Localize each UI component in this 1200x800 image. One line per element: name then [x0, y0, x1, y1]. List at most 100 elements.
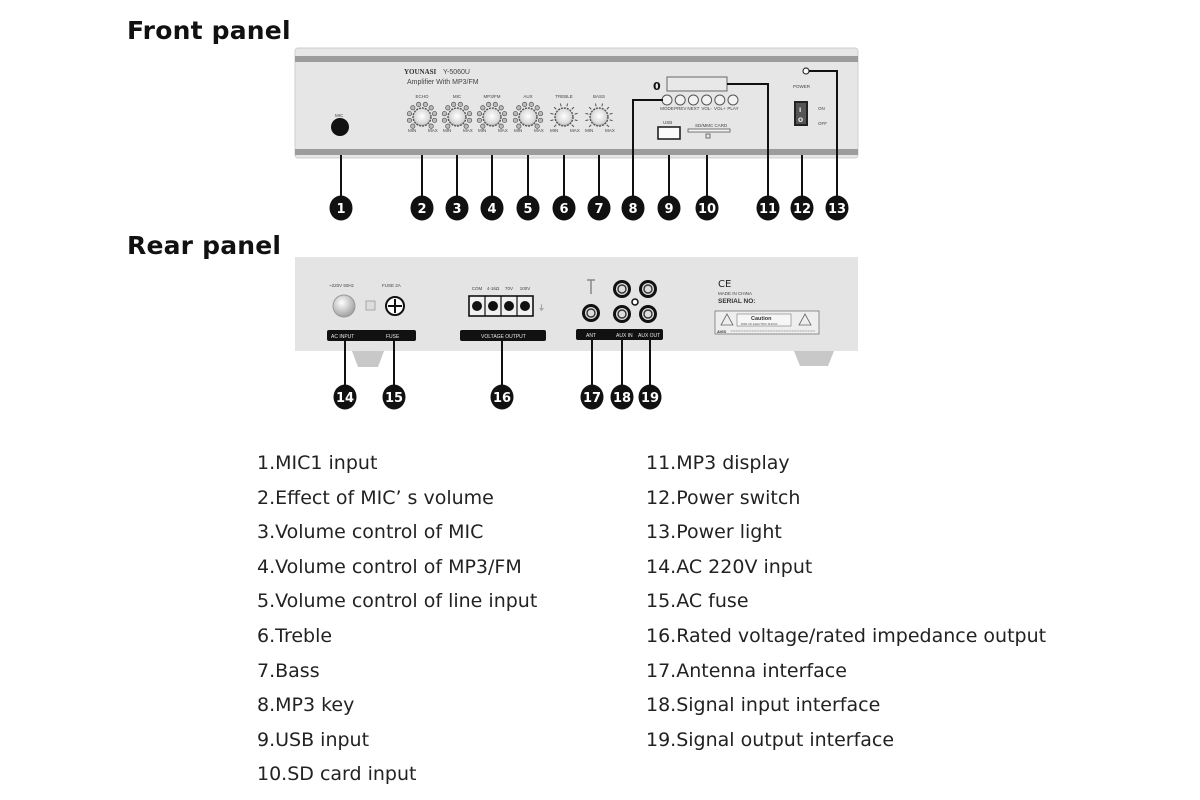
knob-dial[interactable] — [412, 107, 432, 127]
knob-scale-tick — [585, 112, 589, 115]
aux-in-label: AUX IN — [616, 333, 633, 339]
mp3-button-label: VOL+ — [714, 106, 726, 111]
legend-item: 11.MP3 display — [646, 452, 790, 474]
knob-min-label: MIN — [478, 128, 486, 133]
power-switch-rocker[interactable] — [796, 103, 806, 124]
callout-14: 14 — [333, 384, 357, 410]
power-light — [802, 67, 810, 75]
knob-max-label: MAX — [498, 128, 508, 133]
mp3-button-vol[interactable] — [701, 94, 713, 106]
knob-scale-dot — [467, 117, 473, 123]
ce-mark: CE — [718, 279, 731, 290]
legend-item: 18.Signal input interface — [646, 694, 881, 717]
mp3-button-label: NEXT — [687, 106, 699, 111]
knob-scale-dot — [492, 101, 498, 107]
ac-spec-label: ~220V 50Hz — [329, 283, 355, 288]
knob-dial[interactable] — [518, 107, 538, 127]
knob-scale-tick — [585, 119, 589, 122]
callout-number: 5 — [523, 202, 532, 217]
mp3-button-label: PREV — [674, 106, 686, 111]
panel-subtitle: Amplifier With MP3/FM — [407, 79, 479, 86]
knob-min-label: MIN — [443, 128, 451, 133]
callout-6: 6 — [552, 195, 576, 221]
ant-aux-label-bar — [576, 329, 663, 340]
voltage-output-label: VOLTAGE OUTPUT — [481, 334, 526, 340]
knob-dial[interactable] — [482, 107, 502, 127]
callout-16: 16 — [490, 384, 514, 410]
terminal-screw[interactable] — [472, 301, 482, 311]
knob-scale-dot — [538, 117, 544, 123]
amplifier-diagram: YOUNASI Y-5060U Amplifier With MP3/FM MI… — [294, 47, 859, 410]
legend-item: 3.Volume control of MIC — [257, 521, 484, 544]
callout-number: 8 — [628, 202, 637, 217]
rca-center-ground — [631, 298, 639, 306]
knob-scale-tick — [550, 119, 554, 122]
callout-9: 9 — [657, 195, 681, 221]
mp3-button-next[interactable] — [687, 94, 699, 106]
mp3-button-vol[interactable] — [714, 94, 726, 106]
knob-scale-dot — [512, 117, 518, 123]
knob-scale-dot — [432, 111, 438, 117]
front-panel — [294, 47, 859, 159]
legend-item: 2.Effect of MIC’ s volume — [257, 486, 494, 509]
knob-scale-tick — [566, 103, 569, 107]
brand-name: YOUNASI — [404, 68, 437, 76]
knob-dial[interactable] — [589, 107, 609, 127]
knob-scale-dot — [538, 111, 544, 117]
front-panel-heading: Front panel — [127, 16, 291, 45]
caution-label: Caution RISK OF ELECTRIC SHOCK AVIS — [714, 310, 820, 335]
knob-scale-dot — [406, 111, 412, 117]
power-label: POWER — [793, 84, 811, 89]
rca-inner — [617, 309, 627, 319]
knob-scale-dot — [467, 111, 473, 117]
knob-scale-tick — [609, 119, 613, 122]
callout-1: 1 — [329, 195, 353, 221]
mic-jack[interactable] — [331, 118, 349, 136]
terminal-label: 70V — [505, 286, 513, 291]
serial-number-label: SERIAL NO: — [718, 298, 755, 305]
knob-min-label: MIN — [408, 128, 416, 133]
callout-number: 4 — [487, 202, 496, 217]
knob-dial[interactable] — [447, 107, 467, 127]
ac-fuse-label-bar — [327, 330, 416, 341]
mp3-button-play[interactable] — [727, 94, 739, 106]
legend-item: 7.Bass — [257, 659, 320, 682]
terminal-label: 4-16Ω — [487, 286, 500, 291]
callout-badge — [790, 195, 814, 221]
callout-number: 16 — [493, 391, 511, 406]
callout-number: 12 — [793, 202, 811, 217]
knob-label: MP3/FM — [483, 94, 500, 99]
callout-number: 18 — [613, 391, 631, 406]
callout-number: 19 — [641, 391, 659, 406]
callout-8: 8 — [621, 195, 645, 221]
terminal-screw[interactable] — [504, 301, 514, 311]
made-in-label: MADE IN CHINA — [718, 291, 752, 296]
knob-scale-dot — [428, 105, 434, 111]
callout-badge — [580, 384, 604, 410]
mp3-button-mode[interactable] — [661, 94, 673, 106]
knob-label: ECHO — [415, 94, 429, 99]
callout-badge — [490, 384, 514, 410]
callout-number: 11 — [759, 202, 777, 217]
usb-port[interactable] — [657, 126, 681, 140]
knob-scale-tick — [553, 124, 557, 128]
knob-mp3fm[interactable]: MP3/FM MIN MAX — [476, 94, 508, 133]
mp3-button-prev[interactable] — [674, 94, 686, 106]
knob-scale-dot — [445, 123, 451, 129]
ac-input-socket[interactable] — [332, 294, 356, 318]
terminal-screw[interactable] — [520, 301, 530, 311]
knob-scale-dot — [441, 117, 447, 123]
terminal-label: COM — [472, 286, 483, 291]
knob-dial[interactable] — [554, 107, 574, 127]
sd-card-slot[interactable] — [687, 128, 731, 133]
warning-icon — [720, 313, 734, 326]
knob-scale-dot — [498, 123, 504, 129]
callout-badge — [695, 195, 719, 221]
terminal-screw[interactable] — [488, 301, 498, 311]
top-rail — [295, 56, 858, 62]
